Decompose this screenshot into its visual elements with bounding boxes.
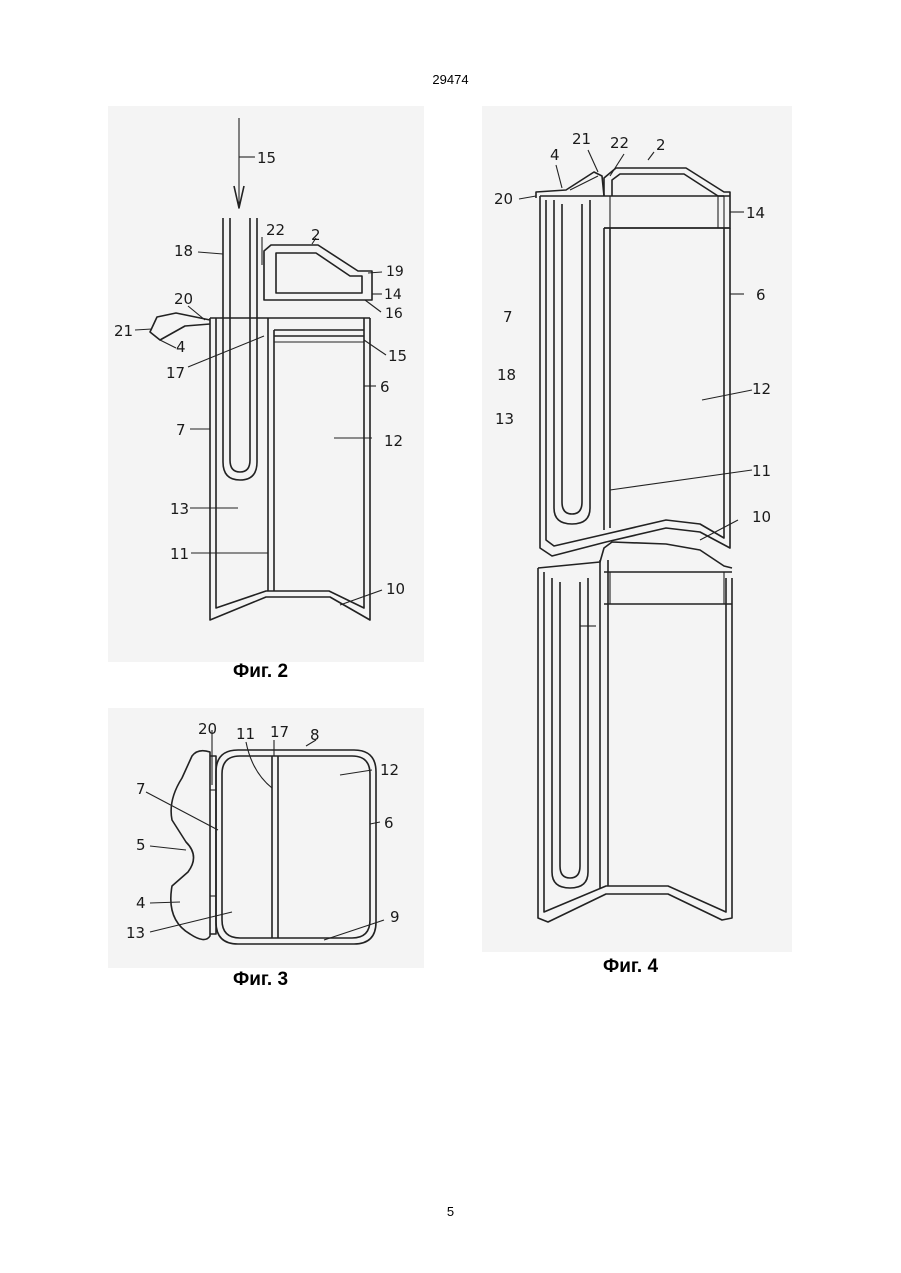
- fig4-label-6: 6: [756, 286, 766, 304]
- fig4-label-13: 13: [495, 410, 514, 428]
- top-lid: [604, 168, 730, 228]
- fig4-label-4: 4: [550, 146, 560, 164]
- bottom-tube: [552, 578, 588, 888]
- figure-4-caption: Фиг. 4: [603, 956, 658, 978]
- bottom-container: [538, 568, 732, 922]
- fig4-label-2: 2: [656, 136, 666, 154]
- fig4-label-12: 12: [752, 380, 771, 398]
- top-flap: [536, 172, 604, 198]
- top-container: [540, 196, 730, 556]
- fig4-label-21: 21: [572, 130, 591, 148]
- fig4-label-7: 7: [503, 308, 513, 326]
- fig4-label-22: 22: [610, 134, 629, 152]
- fig4-label-18: 18: [497, 366, 516, 384]
- fig4-label-11: 11: [752, 462, 771, 480]
- fig4-label-14: 14: [746, 204, 765, 222]
- fig4-label-10: 10: [752, 508, 771, 526]
- page-number: 5: [0, 1204, 901, 1219]
- top-tube: [554, 200, 590, 524]
- fig4-label-20: 20: [494, 190, 513, 208]
